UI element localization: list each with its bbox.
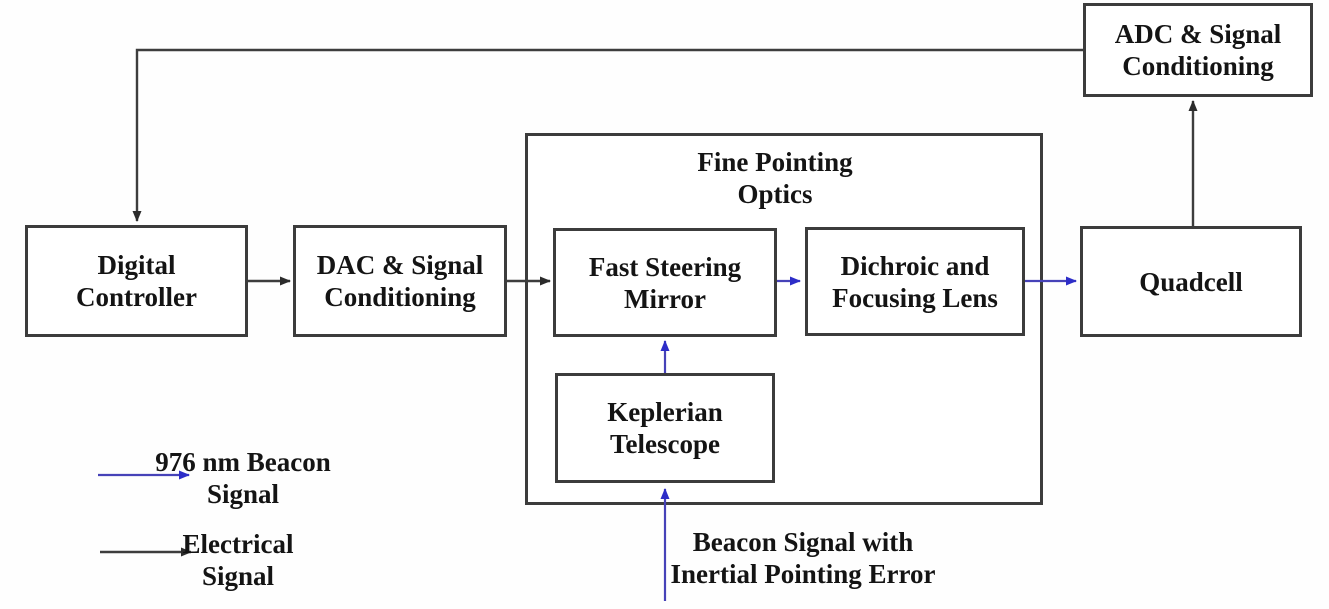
quadcell-label: Quadcell — [1139, 266, 1243, 297]
legend-electrical-label: Electrical Signal — [182, 529, 294, 591]
beacon-input-annotation: Beacon Signal with Inertial Pointing Err… — [653, 526, 953, 590]
fine-pointing-optics-label: Fine Pointing Optics — [697, 147, 853, 209]
dichroic-focusing-lens-box: Dichroic and Focusing Lens — [805, 227, 1025, 336]
dichroic-focusing-lens-label: Dichroic and Focusing Lens — [832, 250, 998, 313]
fast-steering-mirror-box: Fast Steering Mirror — [553, 228, 777, 337]
adc-signal-conditioning-label: ADC & Signal Conditioning — [1114, 19, 1282, 81]
legend-electrical-entry: Electrical Signal — [138, 528, 338, 592]
beacon-input-label: Beacon Signal with Inertial Pointing Err… — [670, 527, 936, 589]
keplerian-telescope-box: Keplerian Telescope — [555, 373, 775, 483]
digital-controller-box: Digital Controller — [25, 225, 248, 337]
adc-signal-conditioning-box: ADC & Signal Conditioning — [1083, 3, 1313, 97]
quadcell-box: Quadcell — [1080, 226, 1302, 337]
fast-steering-mirror-label: Fast Steering Mirror — [588, 251, 742, 314]
legend-beacon-entry: 976 nm Beacon Signal — [143, 446, 343, 510]
digital-controller-label: Digital Controller — [76, 250, 197, 312]
dac-signal-conditioning-box: DAC & Signal Conditioning — [293, 225, 507, 337]
keplerian-telescope-label: Keplerian Telescope — [607, 397, 723, 459]
dac-signal-conditioning-label: DAC & Signal Conditioning — [316, 250, 484, 312]
fine-pointing-optics-title: Fine Pointing Optics — [525, 146, 1025, 210]
legend-beacon-label: 976 nm Beacon Signal — [155, 447, 331, 509]
